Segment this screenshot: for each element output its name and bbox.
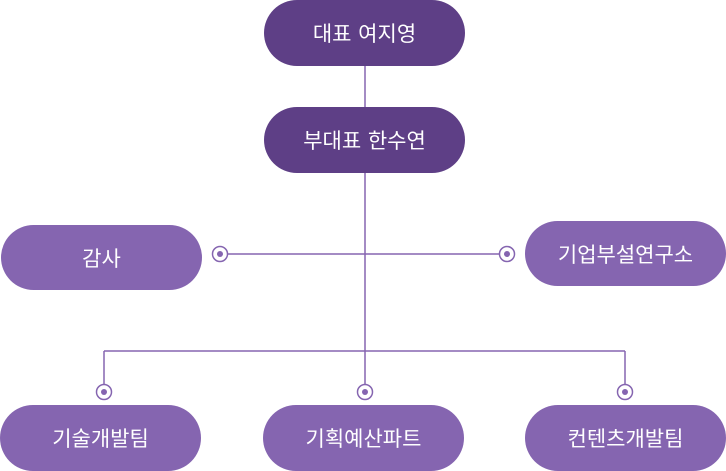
node-planning-part: 기획예산파트 — [263, 405, 464, 471]
node-vice-ceo-label: 부대표 한수연 — [303, 129, 426, 153]
node-audit: 감사 — [1, 225, 202, 290]
node-ceo: 대표 여지영 — [264, 0, 465, 66]
node-audit-label: 감사 — [82, 246, 121, 271]
node-tech-team-label: 기술개발팀 — [52, 427, 149, 451]
node-content-team: 컨텐츠개발팀 — [525, 405, 726, 471]
node-ceo-label: 대표 여지영 — [312, 22, 417, 46]
node-tech-team: 기술개발팀 — [0, 405, 201, 471]
node-research-lab-label: 기업부설연구소 — [557, 242, 694, 267]
node-planning-part-label: 기획예산파트 — [305, 427, 422, 451]
node-content-team-label: 컨텐츠개발팀 — [567, 427, 684, 451]
node-research-lab: 기업부설연구소 — [525, 221, 726, 286]
connector-endpoints — [95, 245, 634, 401]
node-vice-ceo: 부대표 한수연 — [264, 107, 465, 173]
